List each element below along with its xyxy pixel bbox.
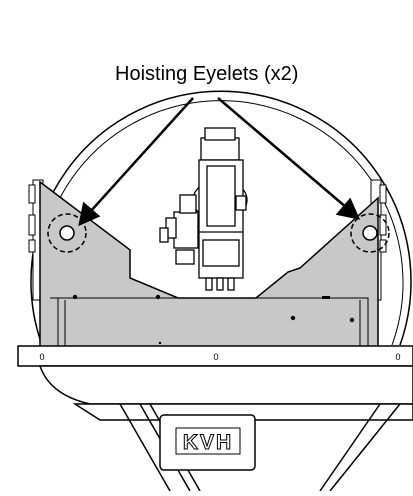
base-marker-left: 0 — [39, 352, 44, 362]
right-hoisting-eyelet — [350, 213, 390, 253]
callout-arrows — [78, 97, 361, 227]
radome-base — [17, 345, 413, 492]
hoisting-eyelets-callout: Hoisting Eyelets (x2) — [115, 63, 299, 85]
left-side-bracket — [28, 179, 44, 301]
base-marker-center: 0 — [213, 352, 218, 362]
base-marker-right: 0 — [395, 352, 400, 362]
logo-plate — [159, 414, 256, 471]
kvh-logo: KVH — [183, 431, 233, 454]
plate-bolts — [72, 294, 355, 345]
antenna-assembly — [159, 127, 248, 291]
left-hoisting-eyelet — [47, 213, 87, 253]
